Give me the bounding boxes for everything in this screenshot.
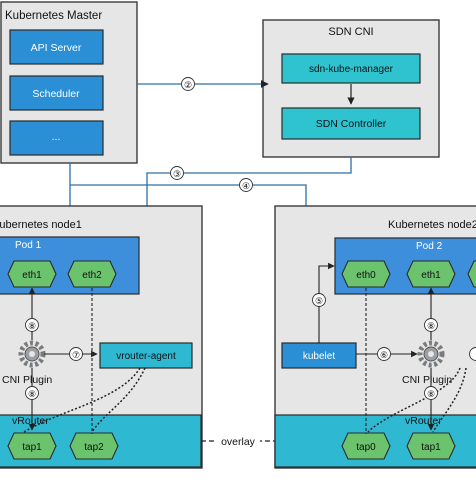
node1-tap-2-label: tap2 [84,442,104,453]
vrouter-agent-label: vrouter-agent [116,351,176,362]
step-2-label: ② [184,80,192,90]
node1-tap-1-label: tap1 [22,442,42,453]
node1-title: Kubernetes node1 [0,219,82,231]
pod2-title: Pod 2 [416,241,443,252]
node1-cni-label: CNI Plugin [2,374,52,386]
step-7-label: ⑦ [72,350,80,360]
overlay-label: overlay [221,436,256,448]
step-3-label: ③ [173,169,181,179]
step-5-label: ⑤ [315,296,323,306]
node1-vrouter-label: vRouter [12,415,49,427]
node2-title: Kubernetes node2 [388,219,476,231]
node1-step-8b-label: ⑧ [28,389,36,399]
node2-step-8b-label: ⑧ [427,389,435,399]
sdn-cni-panel: SDN CNI sdn-kube-manager SDN Controller [263,20,439,157]
sdn-title: SDN CNI [328,26,373,38]
kubelet-label: kubelet [303,351,335,362]
node2-tap-1-label: tap0 [356,442,376,453]
pod1-iface-1-label: eth1 [22,270,42,281]
kubernetes-node1-panel: Kubernetes node1 Pod 1 eth1 eth2 CNI Plu… [0,206,202,468]
pod2-iface-2-label: eth1 [421,270,441,281]
step-4-label: ④ [242,181,250,191]
scheduler-label: Scheduler [32,88,80,100]
kubernetes-node2-panel: Kubernetes node2 Pod 2 eth0 eth1 kubelet… [275,206,476,468]
pod1-iface-2-label: eth2 [82,270,102,281]
more-components-label: ... [52,131,61,143]
pod1-title: Pod 1 [15,240,42,251]
kubernetes-master-panel: Kubernetes Master API Server Scheduler .… [1,2,137,163]
node2-tap-2-label: tap1 [421,442,441,453]
node2-cni-label: CNI Plugin [402,374,452,386]
pod2-iface-1-label: eth0 [356,270,376,281]
node1-step-8a-label: ⑧ [28,321,36,331]
api-server-label: API Server [31,42,82,54]
master-title: Kubernetes Master [5,10,102,22]
step-6-label: ⑥ [380,350,388,360]
sdn-controller-label: SDN Controller [316,118,387,130]
node2-step-8a-label: ⑧ [427,321,435,331]
sdn-kube-manager-label: sdn-kube-manager [309,64,394,75]
